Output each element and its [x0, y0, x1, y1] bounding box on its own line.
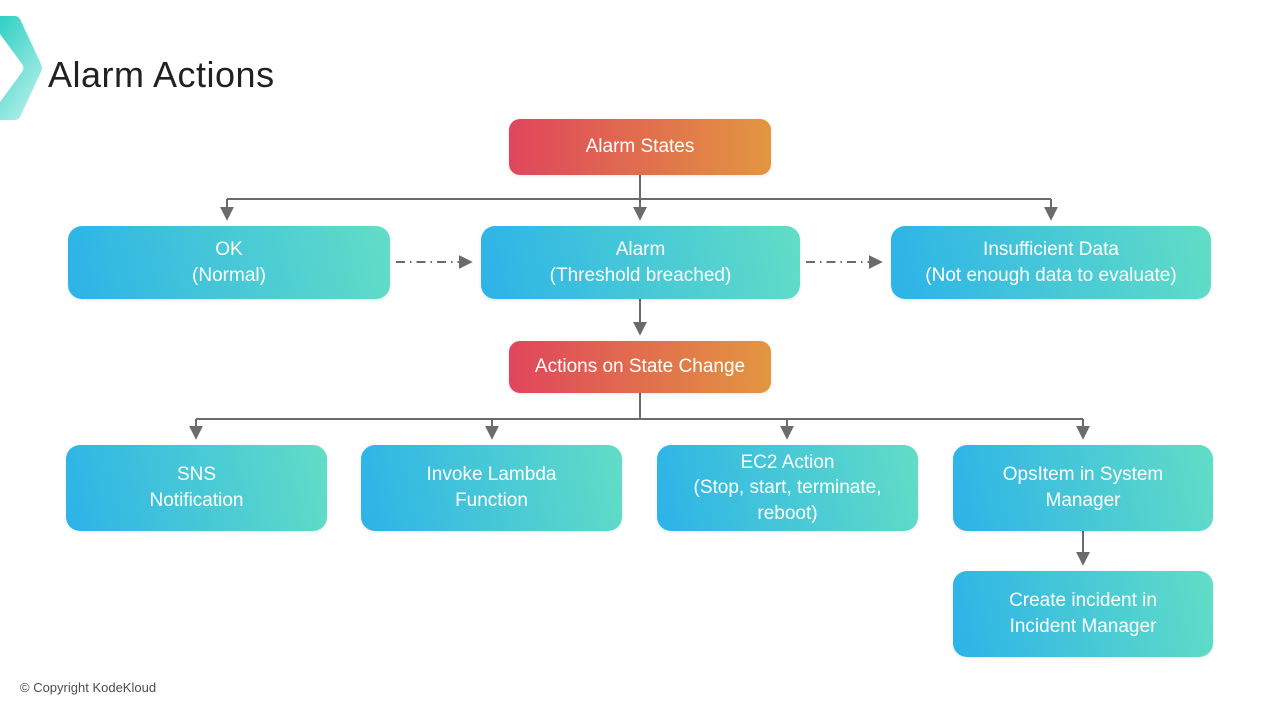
copyright-text: © Copyright KodeKloud [20, 680, 157, 695]
node-label: SNS [176, 464, 217, 486]
node-create-incident: Create incident in Incident Manager [953, 571, 1213, 657]
node-alarm: Alarm (Threshold breached) [481, 226, 800, 299]
node-invoke-lambda: Invoke Lambda Function [361, 445, 622, 531]
node-sublabel: (Threshold breached) [549, 264, 732, 286]
node-sublabel: (Not enough data to evaluate) [925, 264, 1177, 286]
node-label: OpsItem in System [1002, 464, 1164, 486]
node-actions-on-state-change: Actions on State Change [509, 341, 771, 393]
node-label: EC2 Action [740, 451, 835, 473]
node-label: Actions on State Change [534, 356, 746, 378]
node-alarm-states: Alarm States [509, 119, 771, 175]
node-label: Create incident in [1009, 590, 1157, 612]
node-sublabel: (Stop, start, terminate, [693, 477, 882, 499]
page-title: Alarm Actions [48, 54, 275, 95]
node-sns-notification: SNS Notification [66, 445, 327, 531]
node-opsitem-system-manager: OpsItem in System Manager [953, 445, 1213, 531]
node-label: Alarm [615, 238, 666, 260]
node-sublabel: Function [455, 490, 528, 511]
node-ec2-action: EC2 Action (Stop, start, terminate, rebo… [657, 445, 918, 531]
kodekloud-chevron-icon [0, 16, 42, 120]
node-label: OK [215, 238, 243, 260]
node-insufficient-data: Insufficient Data (Not enough data to ev… [891, 226, 1211, 299]
node-label: Insufficient Data [983, 238, 1119, 260]
node-ok: OK (Normal) [68, 226, 390, 299]
node-sublabel: Manager [1045, 490, 1121, 511]
node-label: Invoke Lambda [426, 464, 557, 486]
node-sublabel: (Normal) [192, 264, 266, 286]
node-label: Alarm States [585, 136, 695, 158]
node-sublabel: Notification [149, 490, 244, 511]
node-sublabel: reboot) [757, 502, 818, 524]
node-sublabel: Incident Manager [1009, 616, 1157, 637]
